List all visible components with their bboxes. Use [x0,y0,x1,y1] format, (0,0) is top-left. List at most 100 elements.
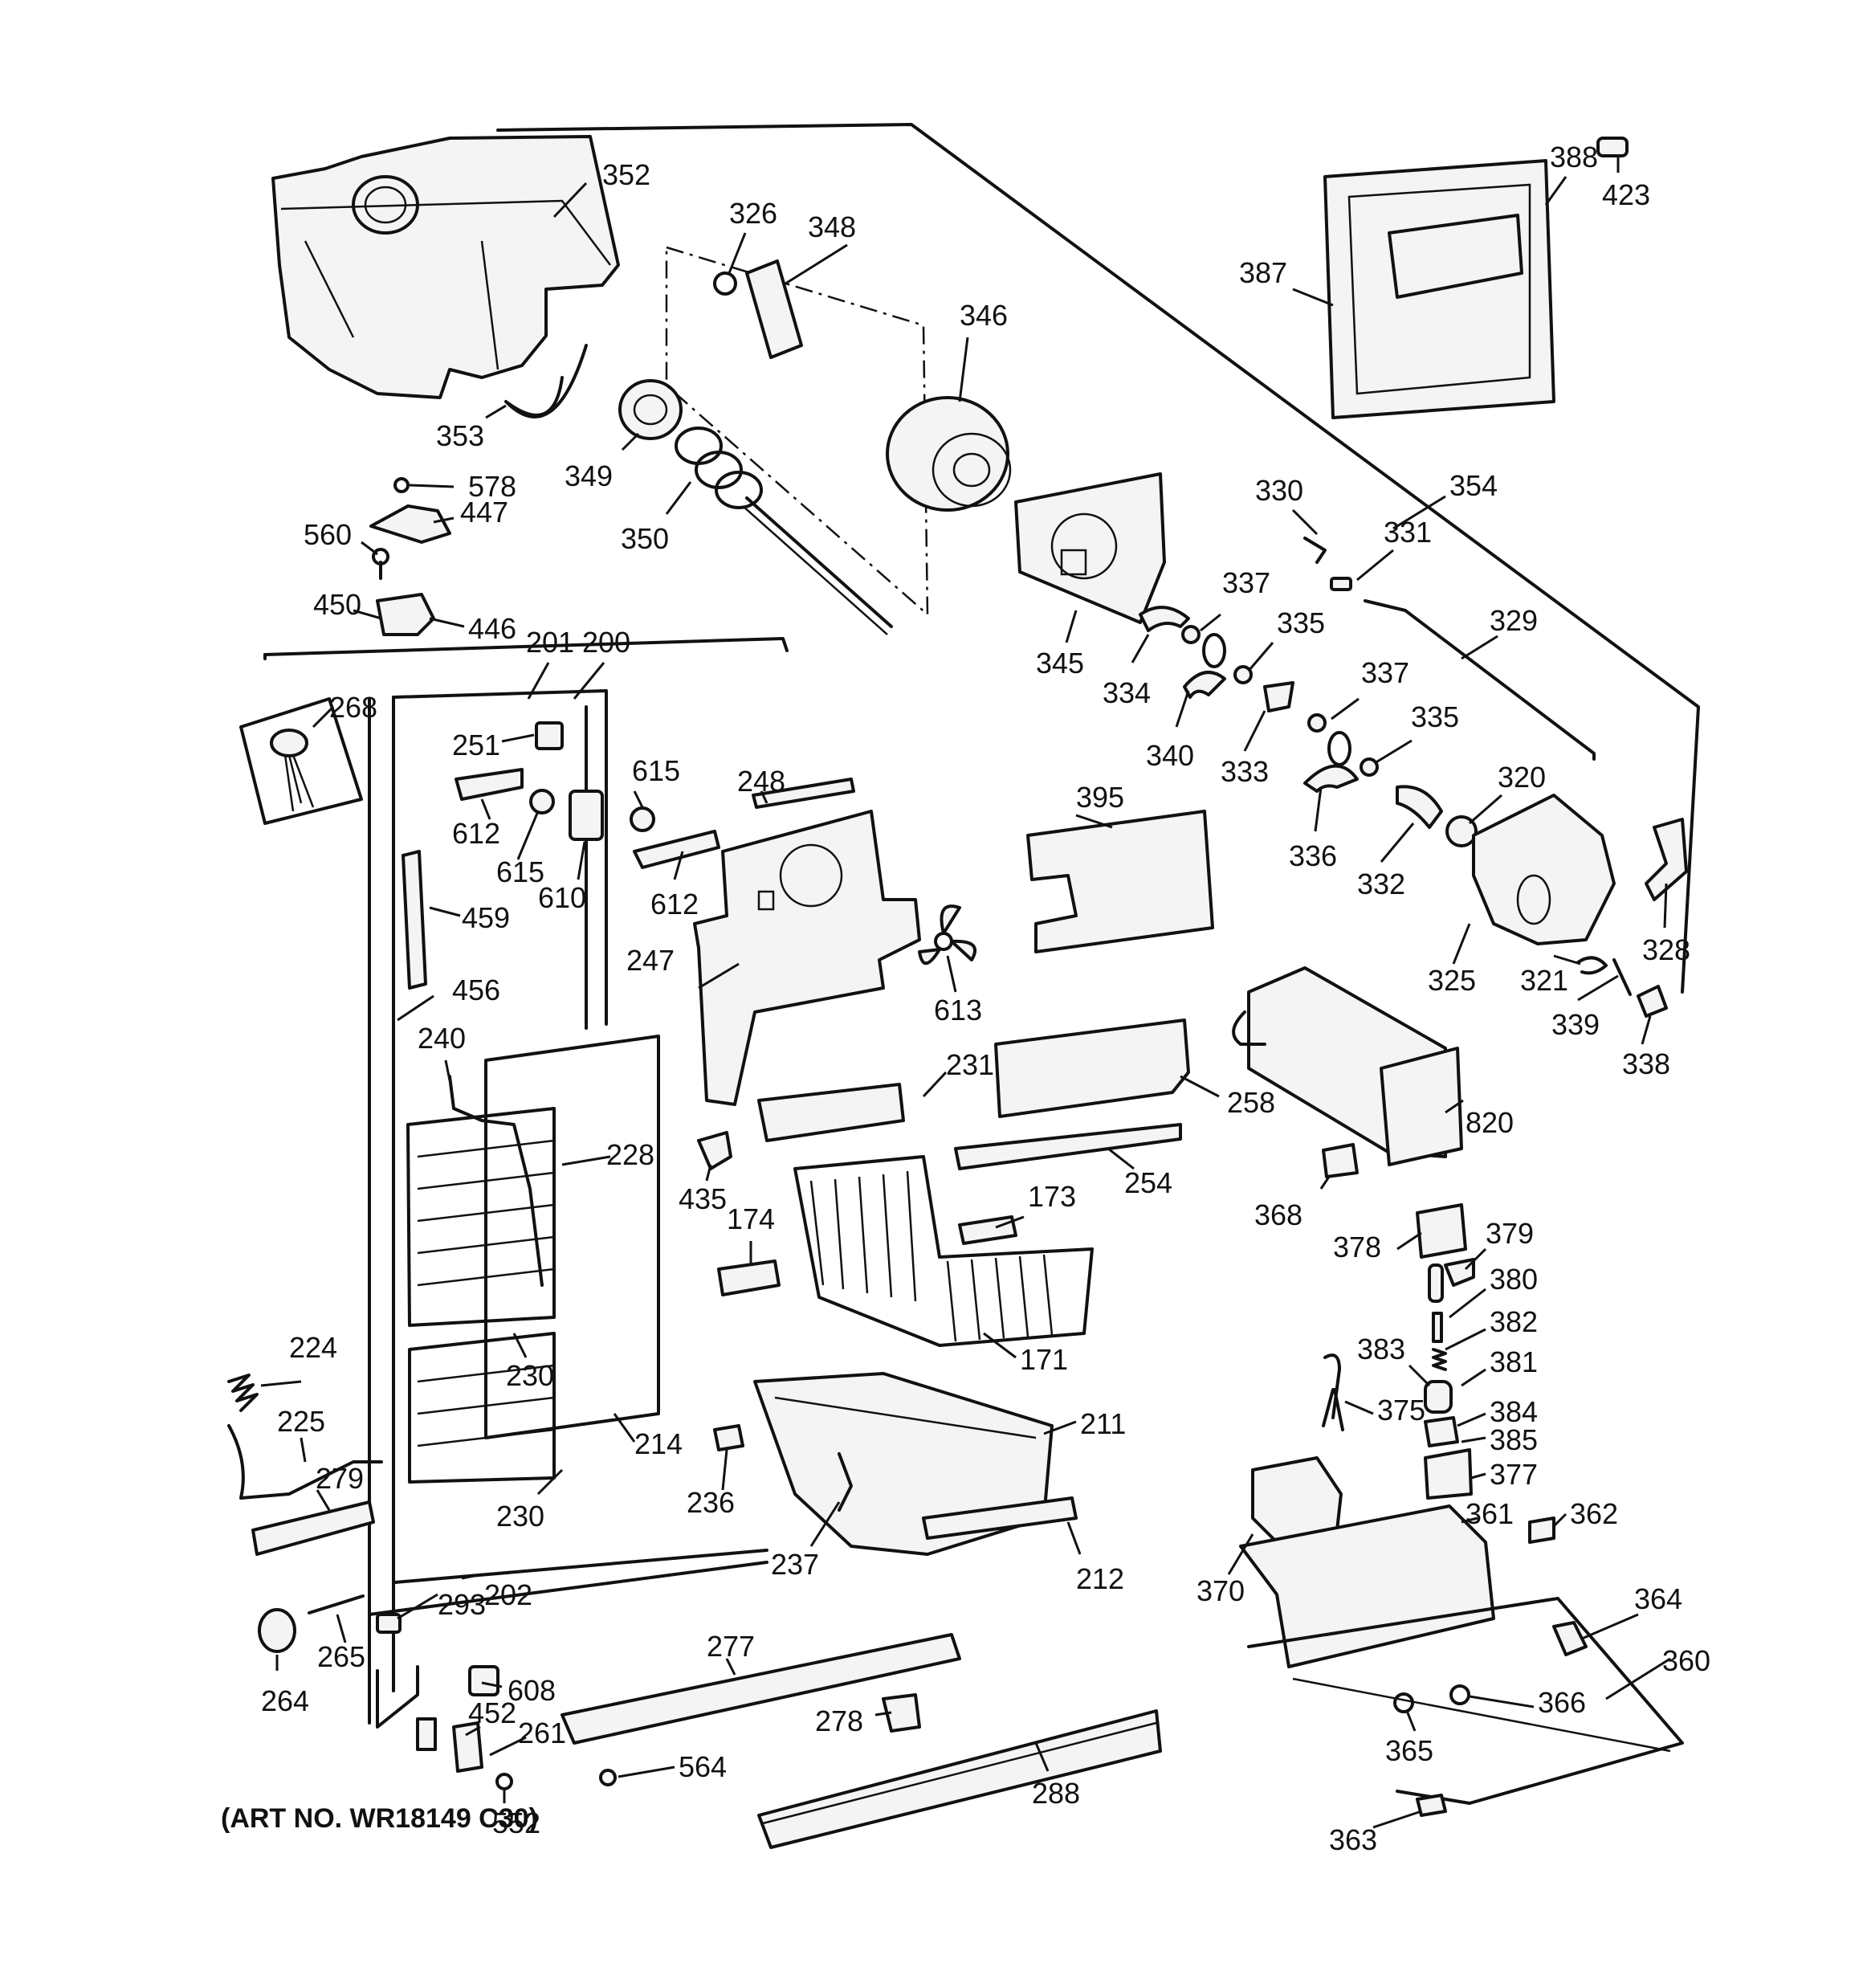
callout-331: 331 [1384,516,1432,549]
callout-230-upper: 230 [506,1359,554,1392]
door-hinge-hardware [369,477,451,636]
callout-459: 459 [462,901,510,934]
callout-346: 346 [960,299,1008,332]
callout-364: 364 [1634,1582,1682,1615]
shutoff-arm [1303,537,1596,761]
callout-335-lower: 335 [1411,700,1459,733]
callout-362: 362 [1570,1497,1618,1530]
callout-363: 363 [1329,1823,1377,1856]
callout-225: 225 [277,1405,325,1438]
callout-258: 258 [1227,1086,1275,1119]
ice-bucket [271,135,620,399]
callout-360: 360 [1662,1644,1710,1677]
callout-336: 336 [1289,839,1337,872]
callout-353: 353 [436,419,484,452]
leader-lines [260,157,1671,1829]
callout-334: 334 [1103,676,1151,709]
callout-423: 423 [1602,178,1650,211]
callout-613: 613 [934,994,982,1027]
cutter-blade [745,259,803,359]
dispenser-motor-housing [1239,1456,1684,1817]
callout-352: 352 [602,158,650,191]
callout-612-left: 612 [452,817,500,850]
solenoid-assembly [1322,1203,1475,1500]
ice-maker-assembly-outline [496,123,1700,994]
callout-labels: 352 326 348 346 387 388 423 353 349 350 … [261,141,1710,1856]
callout-450: 450 [313,588,361,621]
callout-345: 345 [1036,647,1084,680]
callout-173: 173 [1028,1180,1076,1213]
bottom-rails [561,1633,1162,1849]
callout-387: 387 [1239,256,1287,289]
callout-370: 370 [1196,1574,1245,1607]
callout-365: 365 [1385,1734,1433,1767]
callout-612-right: 612 [650,888,699,921]
callout-325: 325 [1428,964,1476,997]
callout-560: 560 [304,518,352,551]
callout-288: 288 [1032,1777,1080,1810]
ice-maker-shield [1026,810,1214,953]
callout-214: 214 [634,1427,683,1460]
callout-237: 237 [771,1548,819,1581]
cutter-dashed-box [665,246,929,617]
callout-261: 261 [518,1717,566,1749]
callout-385: 385 [1490,1423,1538,1456]
callout-552: 552 [492,1806,540,1839]
callout-608: 608 [508,1674,556,1707]
callout-293: 293 [438,1588,486,1621]
drive-cup [886,396,1012,512]
callout-279: 279 [316,1462,364,1495]
callout-379: 379 [1486,1217,1534,1250]
callout-240: 240 [418,1022,466,1055]
callout-610: 610 [538,881,586,914]
callout-202: 202 [484,1578,532,1611]
mounting-plate [1014,472,1166,624]
callout-338: 338 [1622,1047,1670,1080]
callout-348: 348 [808,210,856,243]
callout-278: 278 [815,1704,863,1737]
callout-339: 339 [1551,1008,1600,1041]
callout-236: 236 [687,1486,735,1519]
air-duct-assembly [693,778,921,1142]
bracket [1322,1143,1359,1178]
ice-maker-drive [1445,794,1688,945]
callout-329: 329 [1490,604,1538,637]
callout-366: 366 [1538,1686,1586,1719]
callout-564: 564 [679,1750,727,1783]
callout-384: 384 [1490,1395,1538,1428]
callout-211: 211 [1080,1407,1126,1440]
callout-340: 340 [1146,739,1194,772]
callout-349: 349 [565,459,613,492]
callout-388: 388 [1550,141,1598,173]
callout-200: 200 [582,626,630,659]
callout-337-upper: 337 [1222,566,1270,599]
ice-maker-cover [954,1018,1190,1170]
ice-maker [1232,966,1463,1166]
callout-615-lower: 615 [496,855,544,888]
callout-321: 321 [1520,964,1568,997]
callout-201: 201 [526,626,574,659]
shelf-clips [697,1131,1017,1296]
callout-382: 382 [1490,1305,1538,1338]
bin-clips [713,1424,853,1512]
callout-378: 378 [1333,1231,1381,1263]
nut [713,271,737,296]
bottom-left-hardware [258,1594,617,1790]
callout-377: 377 [1490,1458,1538,1491]
drain-parts [227,1374,383,1556]
callout-264: 264 [261,1684,309,1717]
wire-basket [793,1155,1094,1347]
wire-harness [448,1075,544,1287]
callout-615-upper: 615 [632,754,680,787]
callout-230-lower: 230 [496,1500,544,1533]
callout-224: 224 [289,1331,337,1364]
callout-247: 247 [626,944,675,977]
auger-coupling [618,379,683,440]
callout-446: 446 [468,612,516,645]
callout-335-upper: 335 [1277,606,1325,639]
callout-820: 820 [1466,1106,1514,1139]
callout-231: 231 [946,1048,994,1081]
evaporator [406,1035,660,1484]
callout-212: 212 [1076,1562,1124,1595]
